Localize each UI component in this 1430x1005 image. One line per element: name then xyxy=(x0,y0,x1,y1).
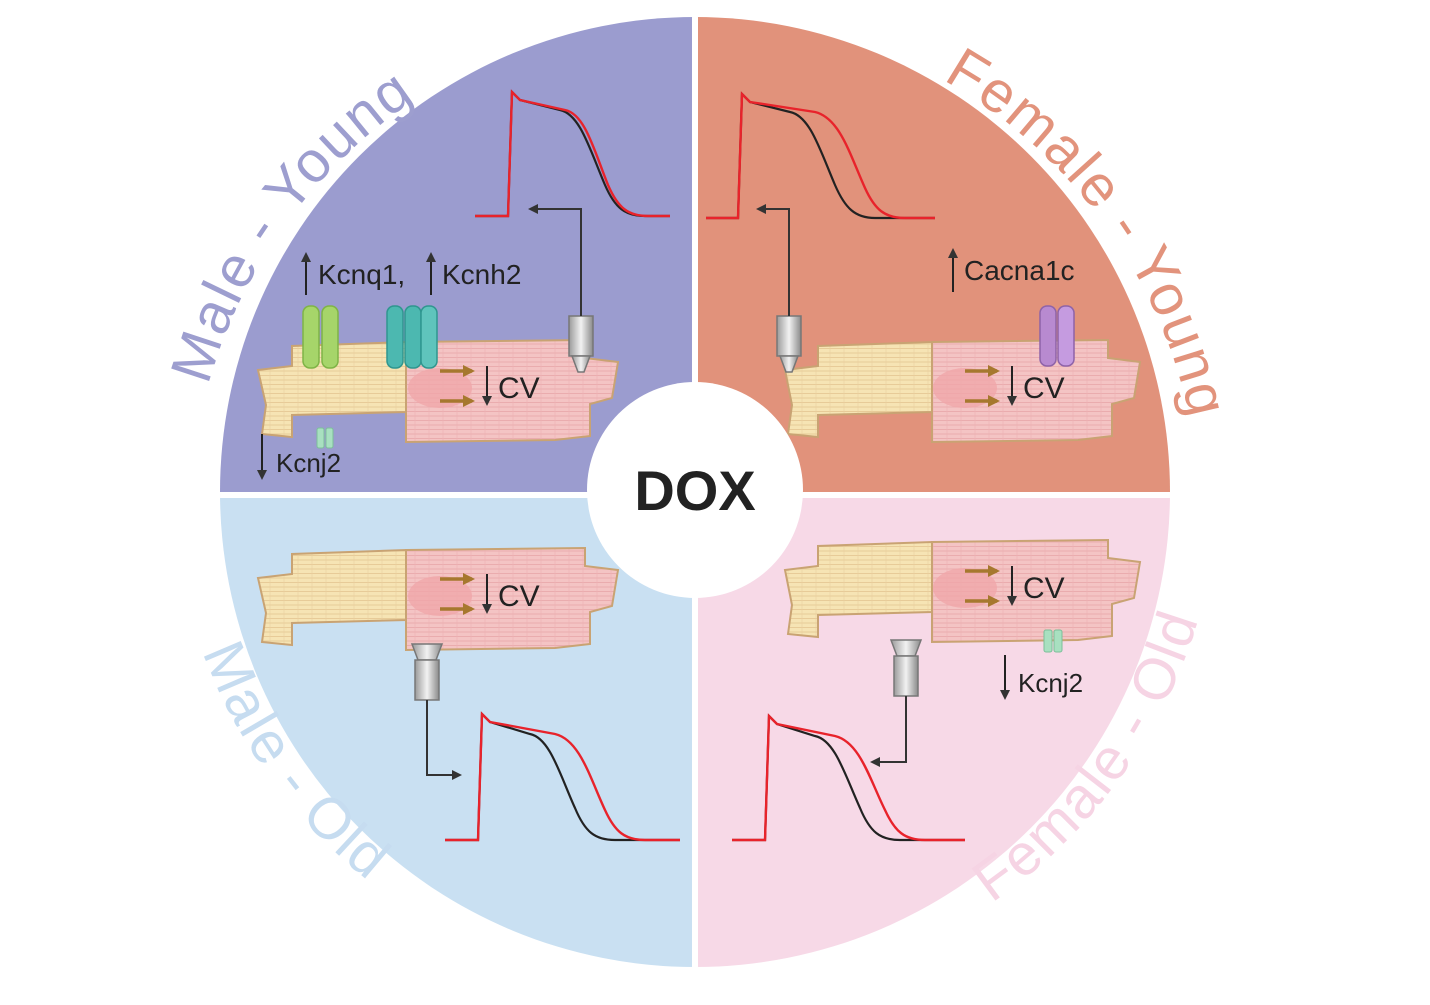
gene-label-kcnj2: Kcnj2 xyxy=(276,448,341,478)
panel-female-young: Cacna1c CV xyxy=(706,91,1142,444)
action-potential-trace xyxy=(706,91,935,220)
cacna1c-channel-icon xyxy=(1039,305,1075,367)
recording-arrow xyxy=(756,204,790,316)
recording-arrow xyxy=(870,696,907,767)
action-potential-trace xyxy=(445,711,680,842)
kcnq1-channel-icon xyxy=(302,305,339,369)
cardiomyocyte-cell xyxy=(783,538,1142,644)
recording-arrow xyxy=(528,204,582,316)
cv-label: CV xyxy=(498,372,540,405)
gene-label-kcnq1: Kcnq1, xyxy=(318,259,405,290)
center-label: DOX xyxy=(634,459,755,522)
gene-label-kcnj2: Kcnj2 xyxy=(1018,668,1083,698)
cv-label: CV xyxy=(1023,372,1065,405)
panel-male-young: Kcnq1, Kcnh2 Kcnj2 CV xyxy=(256,89,670,480)
action-potential-trace xyxy=(732,713,965,842)
gene-label-kcnh2: Kcnh2 xyxy=(442,259,521,290)
recording-arrow xyxy=(426,700,462,780)
panel-female-old: Kcnj2 CV xyxy=(732,538,1142,842)
cardiomyocyte-cell xyxy=(256,338,620,444)
cv-label: CV xyxy=(498,580,540,613)
kcnj2-channel-icon xyxy=(316,427,334,449)
cardiomyocyte-cell xyxy=(783,338,1142,444)
electrode-probe-icon xyxy=(889,639,923,697)
panel-male-old: CV xyxy=(256,546,680,842)
center-badge: DOX xyxy=(587,382,803,598)
kcnj2-channel-icon xyxy=(1043,629,1063,653)
electrode-probe-icon xyxy=(410,643,444,701)
cardiomyocyte-cell xyxy=(256,546,620,652)
action-potential-trace xyxy=(475,89,670,218)
electrode-probe-icon xyxy=(776,315,802,373)
electrode-probe-icon xyxy=(568,315,594,373)
cv-label: CV xyxy=(1023,572,1065,605)
gene-label-cacna1c: Cacna1c xyxy=(964,255,1075,286)
kcnh2-channel-icon xyxy=(386,305,438,369)
